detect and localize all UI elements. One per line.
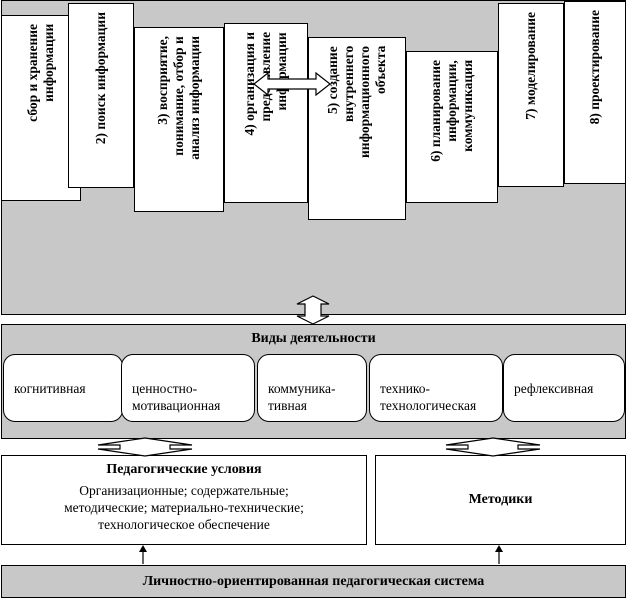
activity-label: когнитивная [14, 381, 86, 396]
activity-item-cognitive: когнитивная [3, 354, 123, 422]
stage-column-2: 2) поиск информации [68, 3, 134, 188]
activity-types-title: Виды деятельности [251, 331, 376, 346]
activity-label: рефлексивная [514, 381, 594, 396]
stage-column-4: 4) организация и представление информаци… [224, 23, 308, 203]
stage-column-7: 7) моделирование [498, 3, 564, 187]
activity-item-reflexive: рефлексивная [503, 354, 625, 422]
double-arrow-vertical-top [296, 295, 330, 325]
stage-column-6: 6) планирование информации, коммуникация [406, 51, 498, 203]
stage-column-5: 5) создание внутреннего информационного … [308, 37, 406, 220]
activity-label: коммуника- тивная [268, 381, 336, 413]
pedagogical-system-band: Личностно-ориентированная педагогическая… [1, 565, 626, 598]
activity-item-technical: технико- технологическая [369, 354, 503, 422]
double-arrow-vertical-right [445, 437, 541, 457]
stage-column-1: сбор и хранение информации [1, 15, 81, 201]
pedagogical-system-title: Личностно-ориентированная педагогическая… [142, 573, 485, 589]
activity-item-communicative: коммуника- тивная [257, 354, 367, 422]
pedagogical-conditions-box: Педагогические условия Организационные; … [1, 455, 367, 545]
stage-column-8: 8) проектирование [564, 1, 626, 184]
methods-box: Методики [375, 455, 626, 545]
pedagogical-conditions-title: Педагогические условия [106, 462, 262, 477]
activity-label: ценностно- мотивационная [132, 381, 221, 413]
pedagogical-conditions-body: Организационные; содержательные; методич… [64, 483, 304, 532]
double-arrow-vertical-left [97, 437, 193, 457]
activity-label: технико- технологическая [380, 381, 477, 413]
activity-item-value-motivational: ценностно- мотивационная [121, 354, 255, 422]
methods-title: Методики [468, 492, 533, 507]
stage-column-3: 3) восприятие, понимание, отбор и анализ… [134, 27, 224, 212]
double-arrow-horizontal [253, 71, 331, 97]
